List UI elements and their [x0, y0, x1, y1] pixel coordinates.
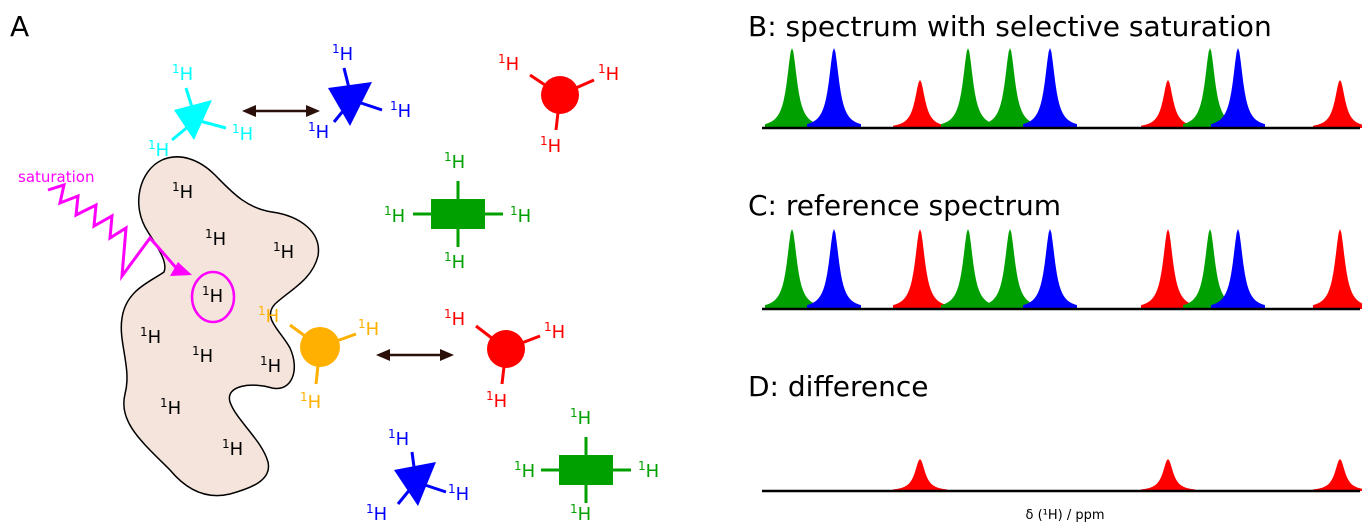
panel-d-title: D: difference [748, 370, 928, 403]
hydrogen-label: 1H [540, 134, 561, 157]
hydrogen-label: 1H [300, 390, 321, 413]
spectrum-peak-red [1141, 80, 1195, 128]
hydrogen-label: 1H [358, 317, 379, 340]
spectrum-peak-green [765, 229, 819, 309]
red-ligand-bottom: 1H 1H 1H [444, 307, 565, 412]
hydrogen-label: 1H [444, 250, 465, 273]
protein-hydrogen-label: 1H [140, 325, 161, 348]
protein-hydrogen-label: 1H [260, 354, 281, 377]
green-ligand-top: 1H 1H 1H 1H [384, 150, 531, 273]
blue-ligand-top: 1H 1H 1H [308, 42, 411, 143]
protein-hydrogen-label: 1H [172, 180, 193, 203]
red-ligand-top: 1H 1H 1H [498, 52, 619, 157]
hydrogen-label: 1H [444, 150, 465, 173]
blue-ligand-bottom: 1H 1H 1H [366, 427, 469, 523]
panel-b-title: B: spectrum with selective saturation [748, 10, 1272, 43]
cyan-ligand: 1H 1H 1H [148, 62, 253, 161]
exchange-arrow-top [242, 105, 320, 117]
protein-hydrogen-label: 1H [192, 344, 213, 367]
saturation-zigzag [47, 182, 180, 282]
saturated-proton-ring [190, 270, 236, 324]
spectrum-peak-green [1183, 229, 1237, 309]
hydrogen-label: 1H [366, 502, 387, 523]
hydrogen-label: 1H [498, 52, 519, 75]
protein-hydrogen-label: 1H [205, 227, 226, 250]
spectrum-saturation [762, 48, 1362, 130]
spectrum-peak-green [983, 48, 1037, 128]
hydrogen-label: 1H [148, 138, 169, 161]
protein-hydrogen-label: 1H [202, 284, 223, 307]
orange-ligand: 1H 1H 1H [258, 304, 379, 413]
panel-c-title: C: reference spectrum [748, 189, 1061, 222]
spectrum-peak-red [1313, 80, 1362, 128]
green-ligand-bottom: 1H 1H 1H 1H [514, 406, 659, 523]
spectrum-peak-red [893, 80, 947, 128]
spectrum-peak-red [1141, 229, 1195, 309]
protein-hydrogen-label: 1H [160, 396, 181, 419]
spectrum-peak-red [1141, 459, 1195, 491]
saturation-label: saturation [18, 168, 95, 186]
spectrum-peak-red [1313, 459, 1362, 491]
hydrogen-label: 1H [598, 62, 619, 85]
hydrogen-label: 1H [638, 459, 659, 482]
spectrum-peak-blue [1211, 48, 1265, 128]
panel-a-label: A [10, 10, 29, 43]
spectrum-peak-red [893, 459, 947, 491]
hydrogen-label: 1H [510, 204, 531, 227]
spectrum-peak-green [1183, 48, 1237, 128]
spectrum-peak-green [765, 48, 819, 128]
spectrum-peak-blue [1023, 48, 1077, 128]
hydrogen-label: 1H [384, 204, 405, 227]
hydrogen-label: 1H [486, 389, 507, 412]
hydrogen-label: 1H [570, 406, 591, 429]
protein-hydrogen-label: 1H [273, 240, 294, 263]
spectrum-peak-blue [1211, 229, 1265, 309]
spectrum-reference [762, 229, 1362, 311]
spectrum-peak-blue [807, 48, 861, 128]
hydrogen-label: 1H [232, 122, 253, 145]
spectrum-peak-green [941, 48, 995, 128]
spectrum-peak-red [1313, 229, 1362, 309]
saturation-arrowhead [170, 262, 192, 276]
hydrogen-label: 1H [388, 427, 409, 450]
hydrogen-label: 1H [308, 120, 329, 143]
spectrum-peak-blue [1023, 229, 1077, 309]
spectrum-peak-green [941, 229, 995, 309]
hydrogen-label: 1H [258, 304, 279, 327]
exchange-arrow-bottom [376, 349, 454, 361]
chemical-shift-axis-label: δ (¹H) / ppm [1025, 508, 1104, 523]
hydrogen-label: 1H [514, 459, 535, 482]
hydrogen-label: 1H [444, 307, 465, 330]
hydrogen-label: 1H [172, 62, 193, 85]
hydrogen-label: 1H [544, 320, 565, 343]
protein-hydrogens: 1H 1H 1H 1H 1H 1H 1H 1H 1H [140, 180, 294, 460]
hydrogen-label: 1H [570, 502, 591, 523]
spectrum-peak-green [983, 229, 1037, 309]
spectrum-peak-blue [807, 229, 861, 309]
protein-hydrogen-label: 1H [222, 437, 243, 460]
hydrogen-label: 1H [332, 42, 353, 65]
protein-blob [120, 156, 320, 497]
hydrogen-label: 1H [390, 99, 411, 122]
spectrum-peak-red [893, 229, 947, 309]
spectrum-difference [762, 459, 1362, 493]
hydrogen-label: 1H [448, 482, 469, 505]
